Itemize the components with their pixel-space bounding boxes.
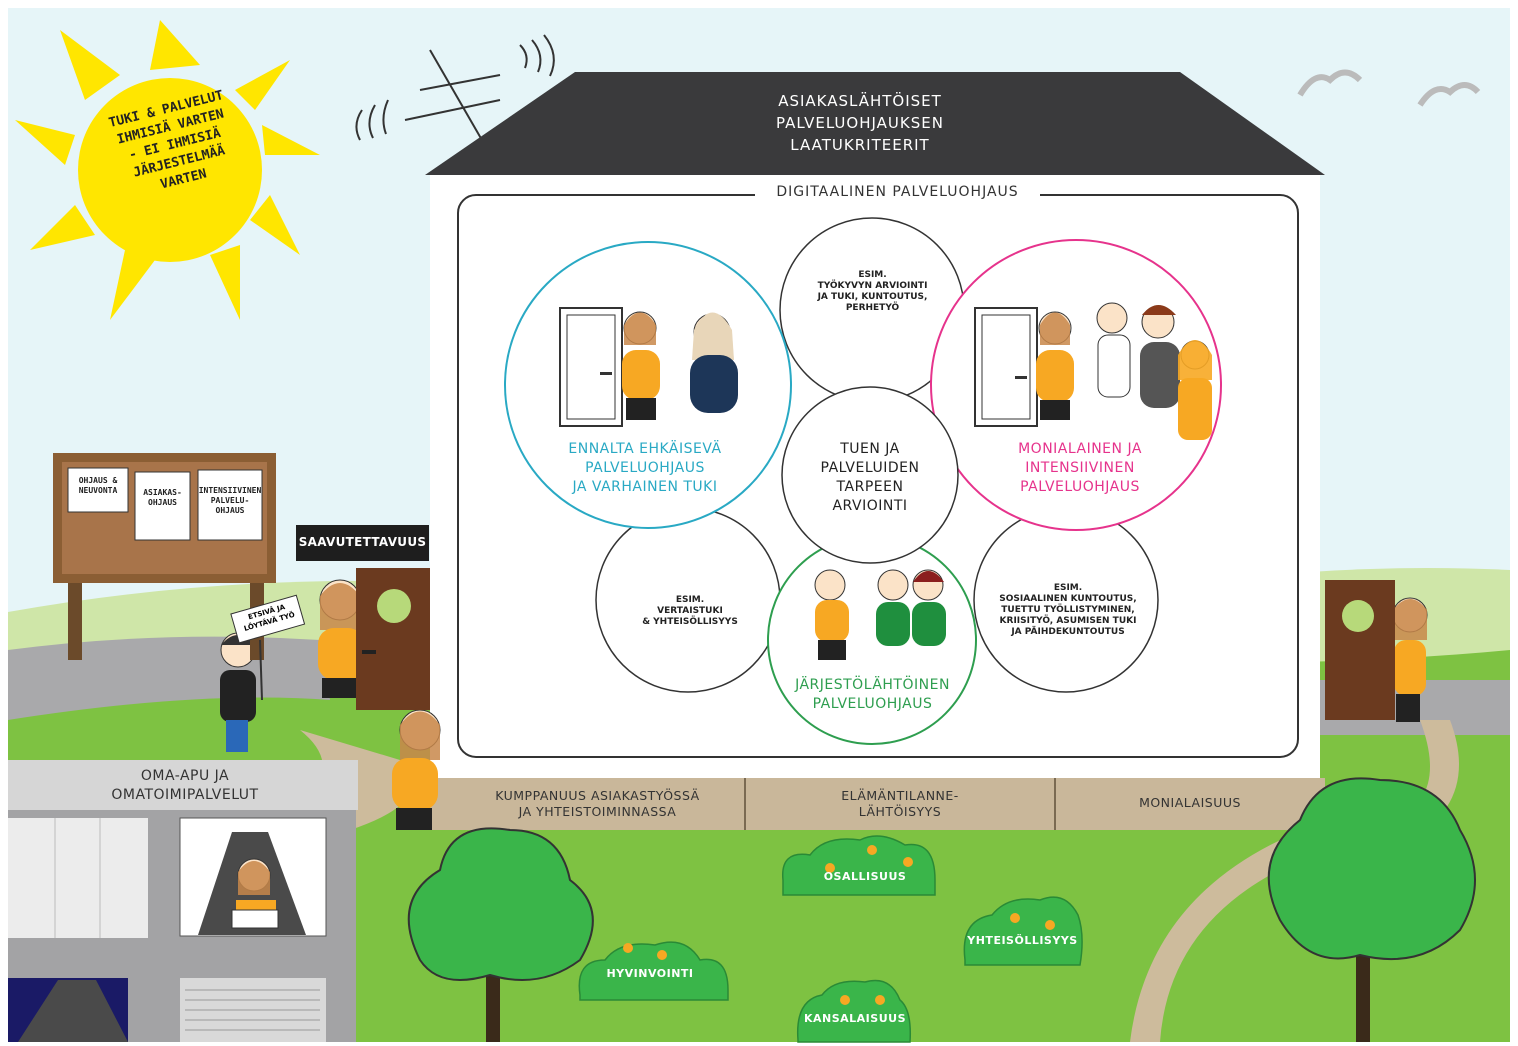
board-note-intensive: INTENSIIVINEN PALVELU- OHJAUS xyxy=(196,486,264,516)
text-line: ENNALTA EHKÄISEVÄ xyxy=(568,441,722,457)
text-line: PALVELUIDEN xyxy=(820,460,920,476)
bush-label-community: YHTEISÖLLISYYS xyxy=(967,934,1078,947)
circle-bottom-right-example: ESIM. SOSIAALINEN KUNTOUTUS, TUETTU TYÖL… xyxy=(988,583,1148,638)
text-line: JA VARHAINEN TUKI xyxy=(572,479,718,495)
foundation-partnership: KUMPPANUUS ASIAKASTYÖSSÄ JA YHTEISTOIMIN… xyxy=(450,788,745,820)
text-line: JA TUKI, KUNTOUTUS, xyxy=(817,292,928,302)
circle-bottom-left-example: ESIM. VERTAISTUKI & YHTEISÖLLISYYS xyxy=(620,595,760,628)
roof-title-line: LAATUKRITEERIT xyxy=(790,136,930,154)
circle-bottom-main: JÄRJESTÖLÄHTÖINEN PALVELUOHJAUS xyxy=(775,676,970,714)
text-line: JÄRJESTÖLÄHTÖINEN xyxy=(795,677,950,693)
text-line: TUETTU TYÖLLISTYMINEN, xyxy=(1001,605,1135,615)
roof-title: ASIAKASLÄHTÖISET PALVELUOHJAUKSEN LAATUK… xyxy=(740,90,980,156)
text-line: LÄHTÖISYYS xyxy=(858,804,942,819)
accessibility-sign: SAAVUTETTAVUUS xyxy=(298,535,427,549)
text-line: MONIALAISUUS xyxy=(1139,795,1241,810)
text-line: ESIM. xyxy=(858,270,887,280)
text-line: OMA-APU JA xyxy=(140,768,230,784)
text-line: PERHETYÖ xyxy=(845,303,900,313)
circle-top-example: ESIM. TYÖKYVYN ARVIOINTI JA TUKI, KUNTOU… xyxy=(800,270,945,314)
text-line: ESIM. xyxy=(675,595,705,605)
text-line: JA YHTEISTOIMINNASSA xyxy=(518,804,677,819)
text-line: OHJAUS & xyxy=(78,476,118,485)
text-line: ARVIOINTI xyxy=(832,498,908,514)
bush-label-participation: OSALLISUUS xyxy=(823,870,907,883)
text-line: PALVELU- xyxy=(210,496,250,505)
text-line: TARPEEN xyxy=(836,479,904,495)
roof xyxy=(425,72,1325,175)
circle-left-main: ENNALTA EHKÄISEVÄ PALVELUOHJAUS JA VARHA… xyxy=(545,440,745,497)
foundation-life-situation: ELÄMÄNTILANNE- LÄHTÖISYYS xyxy=(760,788,1040,820)
sun xyxy=(15,20,320,320)
text-line: OHJAUS xyxy=(215,506,245,515)
bush-label-citizenship: KANSALAISUUS xyxy=(803,1012,906,1025)
text-line: PALVELUOHJAUS xyxy=(585,460,705,476)
text-line: INTENSIIVINEN xyxy=(1025,460,1135,476)
text-line: MONIALAINEN JA xyxy=(1018,441,1142,457)
text-line: ELÄMÄNTILANNE- xyxy=(841,788,959,803)
roof-title-line: ASIAKASLÄHTÖISET xyxy=(778,92,942,110)
roof-title-line: PALVELUOHJAUKSEN xyxy=(776,114,944,132)
text-line: PALVELUOHJAUS xyxy=(812,696,933,712)
bush-label-wellbeing: HYVINVOINTI xyxy=(606,967,694,980)
text-line: PALVELUOHJAUS xyxy=(1020,479,1140,495)
text-line: ESIM. xyxy=(1053,583,1083,593)
text-line: ASIAKAS- xyxy=(143,488,182,497)
text-line: VERTAISTUKI xyxy=(657,606,723,616)
frame-title: DIGITAALINEN PALVELUOHJAUS xyxy=(755,184,1040,202)
text-line: OMATOIMIPALVELUT xyxy=(111,787,259,803)
circle-center: TUEN JA PALVELUIDEN TARPEEN ARVIOINTI xyxy=(790,440,950,516)
text-line: KUMPPANUUS ASIAKASTYÖSSÄ xyxy=(495,788,700,803)
text-line: SOSIAALINEN KUNTOUTUS, xyxy=(999,594,1137,604)
tree-right xyxy=(1267,777,1476,961)
tree-left xyxy=(407,827,594,981)
people xyxy=(220,302,1428,830)
text-line: & YHTEISÖLLISYYS xyxy=(642,617,738,627)
text-line: KRIISITYÖ, ASUMISEN TUKI xyxy=(999,616,1137,626)
board-note-guidance: OHJAUS & NEUVONTA xyxy=(68,476,128,496)
text-line: INTENSIIVINEN xyxy=(198,486,262,495)
text-line: OHJAUS xyxy=(148,498,177,507)
board-note-client: ASIAKAS- OHJAUS xyxy=(135,488,190,508)
flowers xyxy=(623,845,1055,1005)
text-line: NEUVONTA xyxy=(78,486,118,495)
small-building-title: OMA-APU JA OMATOIMIPALVELUT xyxy=(20,767,350,805)
text-line: TUEN JA xyxy=(840,441,900,457)
foundation-multidisciplinary: MONIALAISUUS xyxy=(1060,795,1320,811)
circle-right-main: MONIALAINEN JA INTENSIIVINEN PALVELUOHJA… xyxy=(980,440,1180,497)
text-line: TYÖKYVYN ARVIOINTI xyxy=(817,281,928,291)
text-line: JA PÄIHDEKUNTOUTUS xyxy=(1011,627,1125,637)
